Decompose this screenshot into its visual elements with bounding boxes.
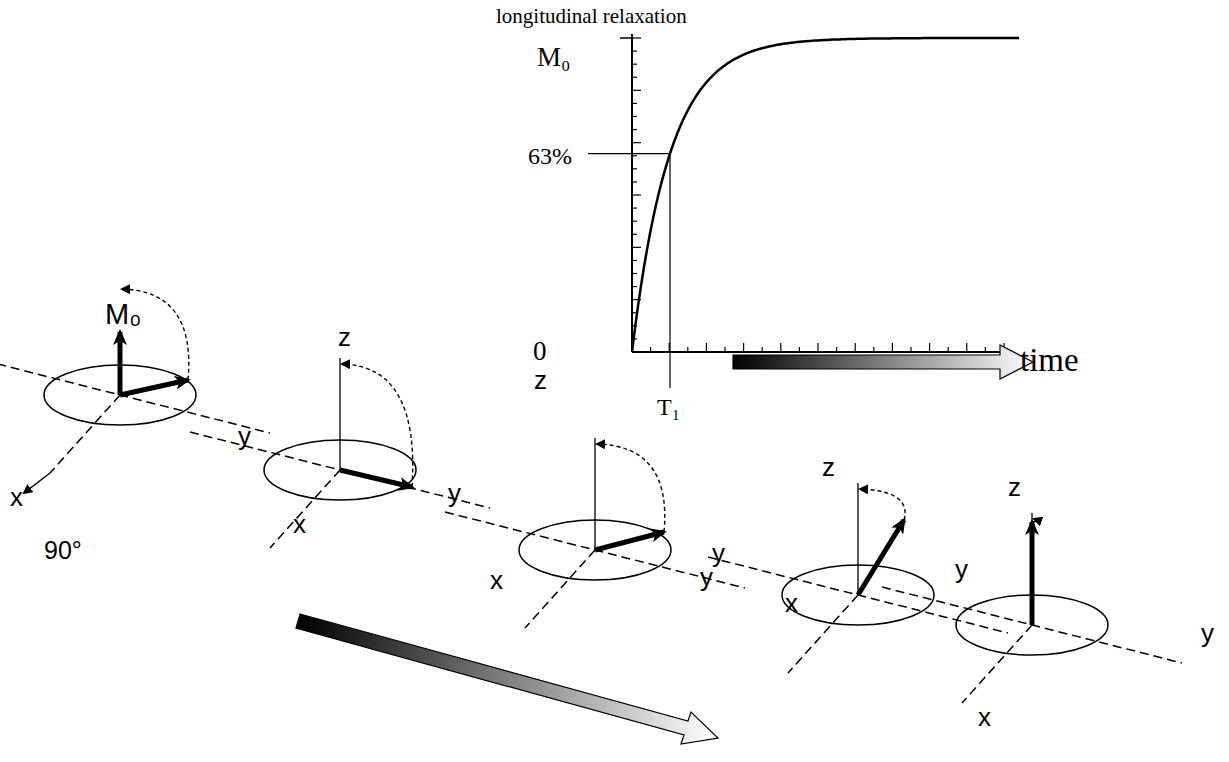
coordinate-frame: [445, 438, 745, 628]
axis-label: x: [978, 704, 991, 730]
t1-line: [669, 154, 670, 388]
tick: [632, 77, 637, 78]
y-axis: [631, 34, 633, 352]
level-line: [588, 153, 670, 154]
tick: [743, 343, 744, 352]
axis-label: y: [448, 480, 461, 506]
tick: [799, 347, 800, 352]
axis-label: y: [955, 556, 968, 582]
tick: [650, 347, 651, 352]
axis-label: x: [293, 511, 306, 537]
tick: [632, 64, 637, 65]
magnetization-vector: [340, 470, 412, 487]
z-axis: [339, 358, 340, 470]
tick: [632, 194, 641, 195]
tick: [632, 260, 637, 261]
z-axis: [594, 438, 595, 550]
tick: [632, 221, 637, 222]
tick: [724, 347, 725, 352]
relaxation-path: [342, 364, 413, 487]
pulse-angle: 90°: [44, 538, 82, 563]
magnetization-vector: [858, 520, 904, 595]
tick: [632, 155, 637, 156]
z-axis: [1031, 513, 1032, 625]
coordinate-frame: [190, 358, 490, 548]
m0-tick: [620, 37, 632, 39]
tick: [892, 343, 893, 352]
coordinate-frame: [882, 513, 1182, 703]
percent-label: 63%: [528, 144, 572, 168]
tick: [836, 347, 837, 352]
tick: [929, 343, 930, 352]
tick: [966, 343, 967, 352]
axis-label: y: [712, 540, 725, 566]
tick: [910, 347, 911, 352]
relaxation-curve: [632, 38, 1019, 352]
axis-label: x: [785, 590, 798, 616]
axis-label: y: [700, 564, 713, 590]
tick: [985, 347, 986, 352]
magnetization-vector: [1030, 522, 1035, 625]
axis-label: time: [1020, 344, 1079, 377]
tick: [632, 273, 637, 274]
coordinate-frame: [708, 483, 1008, 673]
x-axis: [270, 470, 340, 548]
axis-label: y: [1201, 620, 1214, 646]
time-arrow: [733, 345, 1033, 379]
progress-arrow: [296, 614, 718, 744]
axis-label: z: [1008, 474, 1021, 500]
tick: [632, 116, 637, 117]
x-axis: [962, 625, 1032, 703]
tick: [632, 37, 641, 38]
tick: [632, 142, 641, 143]
tick: [706, 343, 707, 352]
x-axis-arrow: [24, 473, 50, 493]
magnetization-frames: [0, 289, 1182, 703]
magnetization-vector: [120, 380, 188, 395]
tick: [873, 347, 874, 352]
relaxation-path: [1032, 519, 1037, 522]
tick: [632, 168, 637, 169]
coordinate-frame: [0, 289, 270, 493]
magnetization-vector: [595, 532, 664, 550]
tick: [632, 207, 637, 208]
tick: [632, 351, 641, 352]
time-constant: T₁: [657, 395, 680, 419]
axis-label: z: [338, 324, 351, 350]
x-axis: [50, 395, 120, 473]
tick: [632, 247, 641, 248]
tick: [632, 181, 637, 182]
axis-label: y: [238, 423, 251, 449]
tick: [632, 90, 641, 91]
vector-label: M₀: [105, 300, 141, 329]
tick: [632, 286, 637, 287]
x-axis: [525, 550, 595, 628]
graph-title: longitudinal relaxation: [496, 6, 687, 27]
x-axis: [788, 595, 858, 673]
axis-label: x: [10, 484, 23, 510]
tick: [817, 343, 818, 352]
tick: [855, 343, 856, 352]
tick: [632, 50, 637, 51]
tick: [632, 103, 637, 104]
axis-label: z: [534, 367, 547, 393]
axis-label: z: [822, 454, 835, 480]
y-axis: [0, 357, 270, 433]
relaxation-path: [860, 489, 905, 520]
z-axis: [857, 483, 858, 595]
relaxation-graph: [588, 34, 1019, 388]
tick: [687, 347, 688, 352]
tick: [948, 347, 949, 352]
relaxation-path: [597, 444, 665, 532]
axis-label: 0: [533, 338, 547, 365]
tick: [762, 347, 763, 352]
tick: [632, 129, 637, 130]
equilibrium-vector: [118, 332, 123, 395]
tick: [780, 343, 781, 352]
axis-label: x: [490, 567, 503, 593]
tick: [632, 234, 637, 235]
axis-label: M₀: [537, 44, 570, 71]
